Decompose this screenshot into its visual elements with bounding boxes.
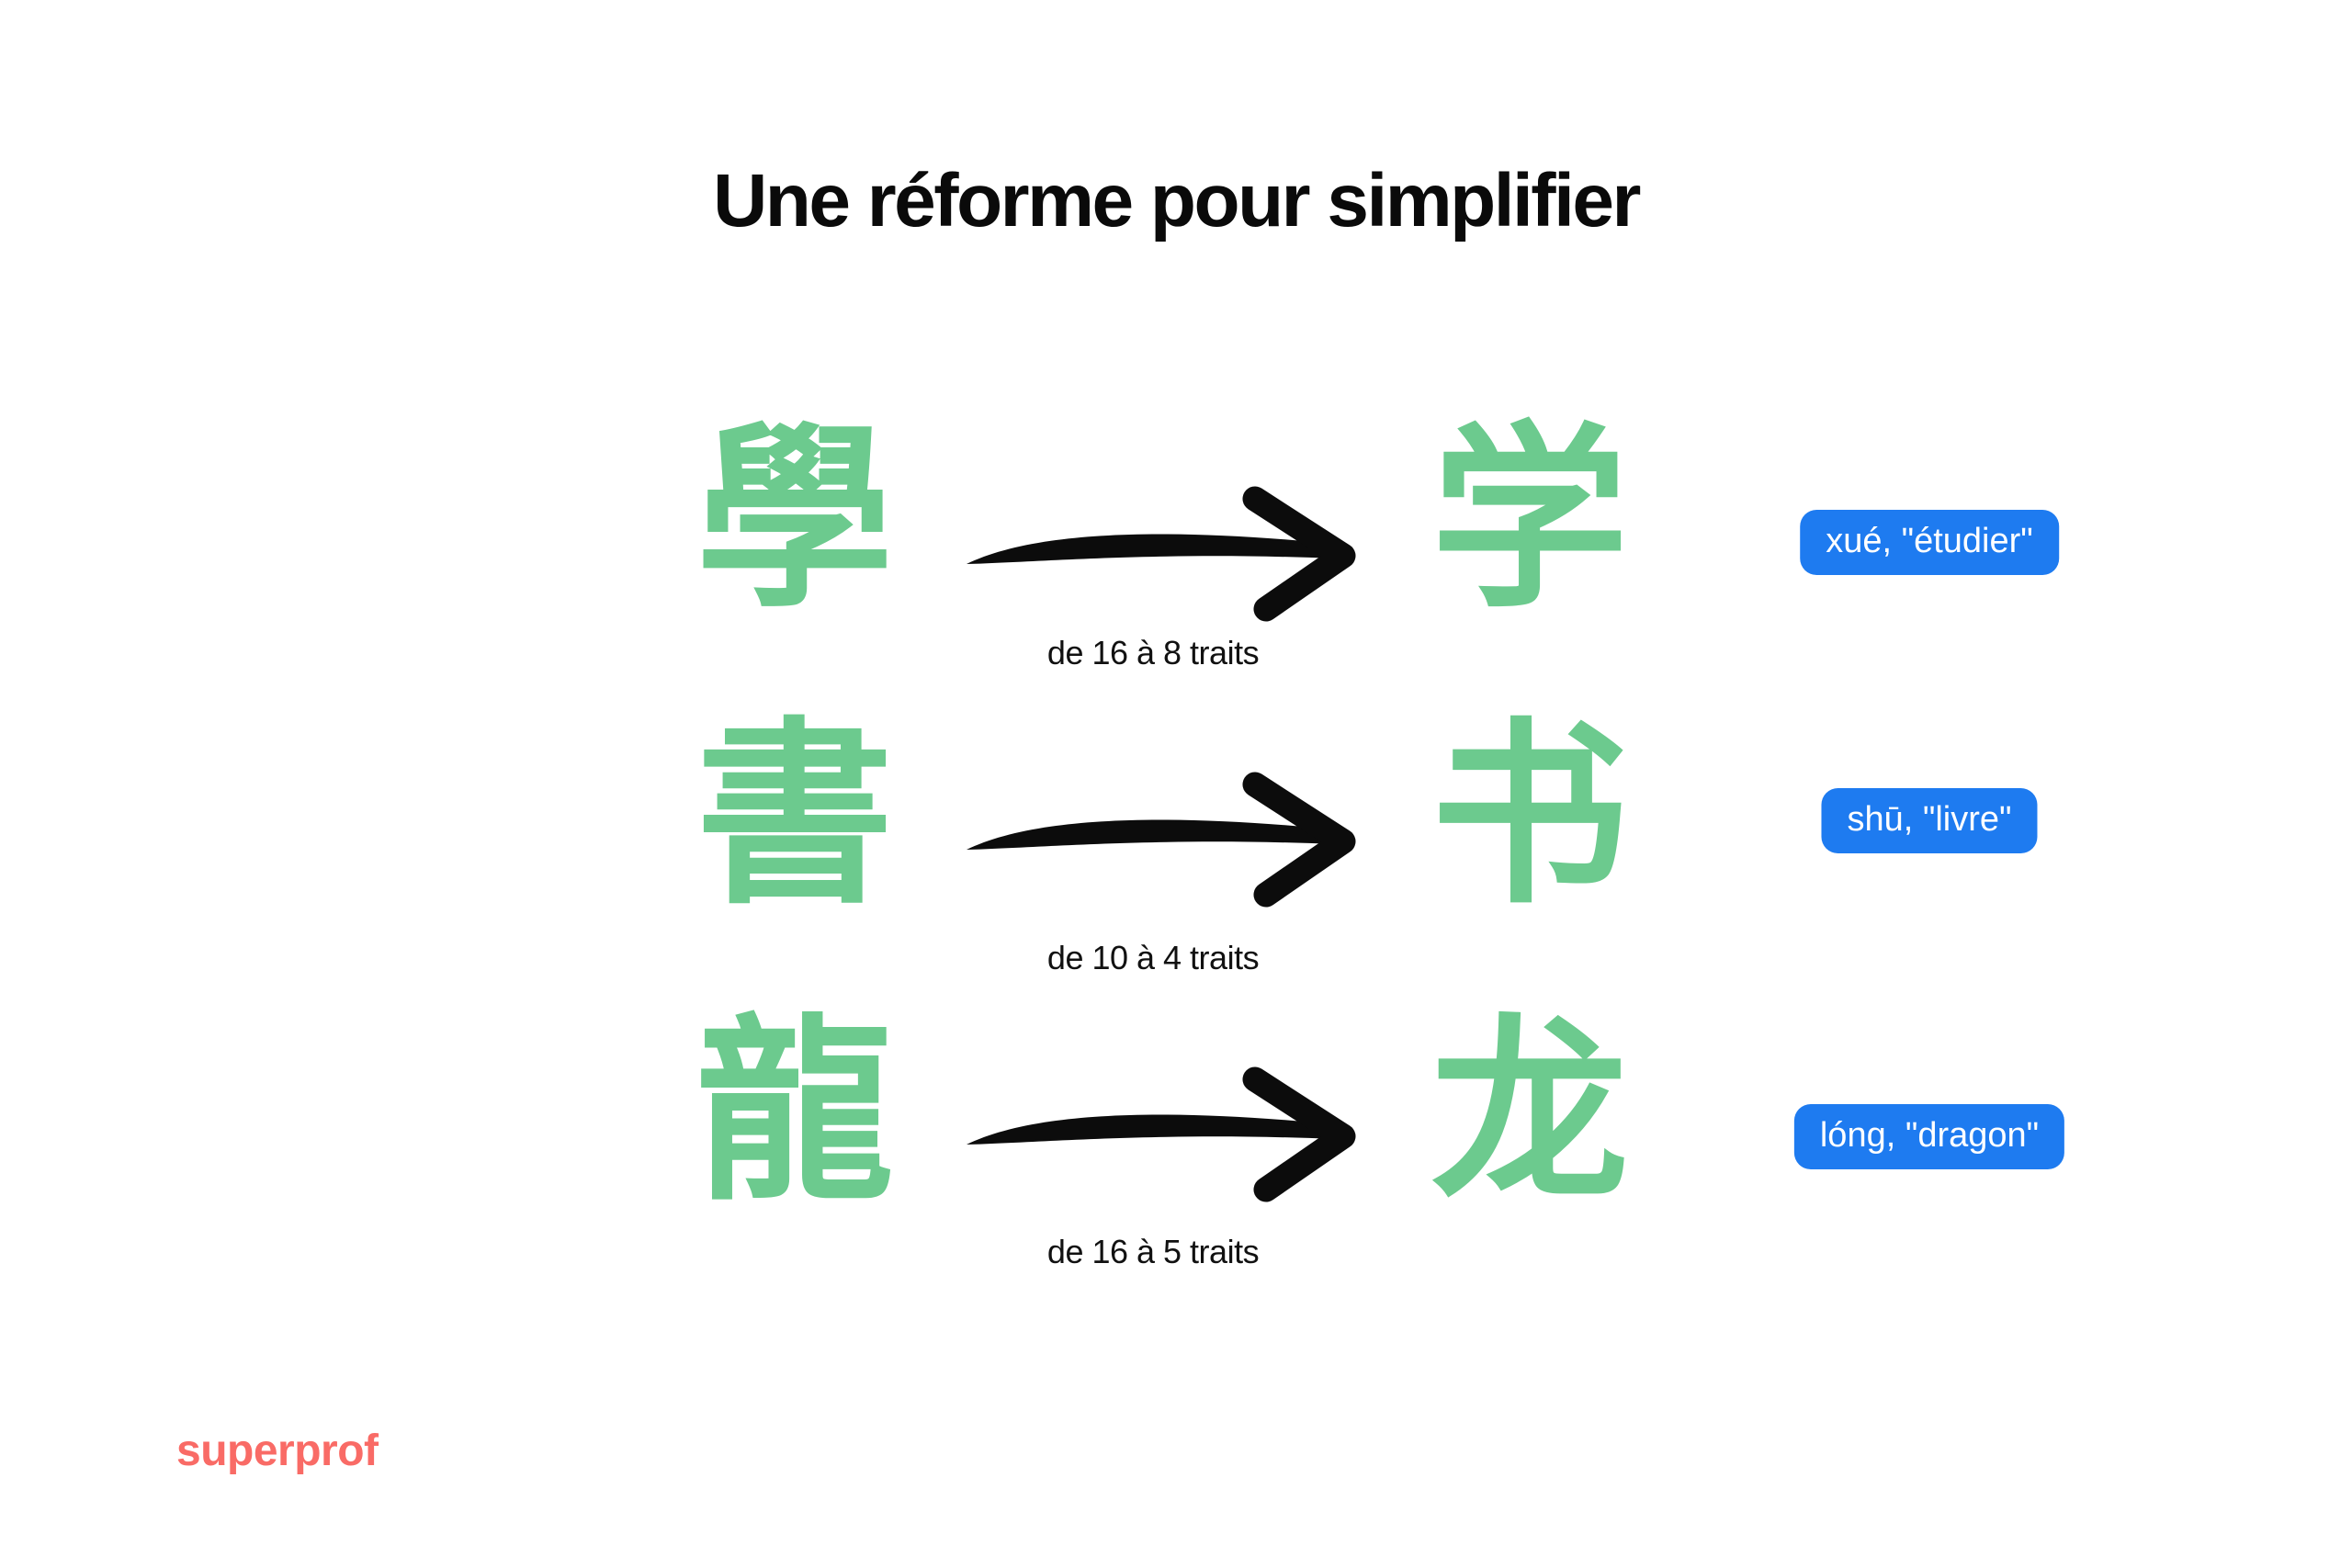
stroke-count-label: de 16 à 5 traits: [1046, 1233, 1260, 1270]
stroke-count-label: de 10 à 4 traits: [1046, 939, 1260, 976]
pinyin-badge: xué, "étudier": [1800, 510, 2059, 575]
simplified-character: 书: [1430, 700, 1629, 931]
brand-logo: superprof: [176, 1427, 379, 1475]
traditional-character: 書: [695, 700, 894, 931]
pinyin-badge: lóng, "dragon": [1793, 1104, 2065, 1169]
pinyin-badge: shū, "livre": [1821, 788, 2038, 853]
simplified-character: 学: [1430, 404, 1629, 635]
right-arrow-icon: [967, 486, 1356, 622]
stroke-count-label: de 16 à 8 traits: [1046, 634, 1260, 671]
traditional-character: 龍: [695, 997, 894, 1227]
right-arrow-icon: [967, 772, 1356, 908]
traditional-character: 學: [695, 404, 894, 635]
simplified-character: 龙: [1430, 997, 1629, 1227]
right-arrow-icon: [967, 1066, 1356, 1202]
page-title: Une réforme pour simplifier: [713, 159, 1641, 243]
